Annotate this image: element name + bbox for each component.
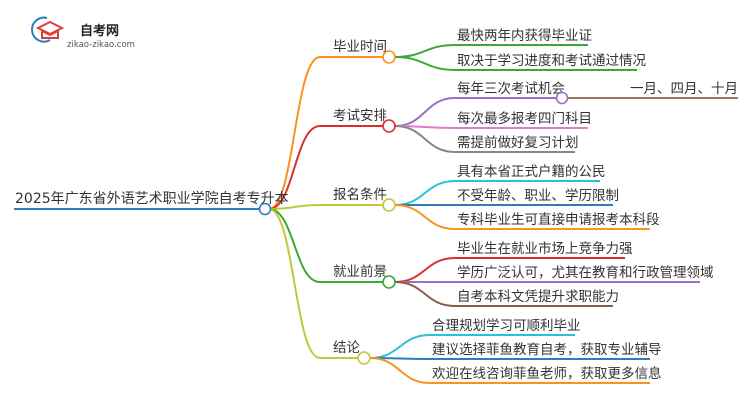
logo-url: zikao-zikao.com bbox=[67, 40, 135, 50]
collapse-toggle[interactable] bbox=[555, 91, 569, 105]
root-collapse-toggle[interactable] bbox=[258, 202, 272, 216]
branch-topic[interactable]: 就业前景 bbox=[333, 263, 387, 280]
branch-edge bbox=[268, 208, 383, 283]
branch-edge bbox=[268, 208, 358, 359]
branch-topic[interactable]: 报名条件 bbox=[333, 186, 387, 203]
leaf-edge bbox=[394, 204, 650, 230]
leaf-edge bbox=[394, 97, 562, 127]
leaf-edge bbox=[394, 56, 637, 71]
logo-title: 自考网 bbox=[80, 23, 119, 39]
leaf-topic[interactable]: 合理规划学习可顺利毕业 bbox=[432, 318, 581, 334]
leaf-topic[interactable]: 欢迎在线咨询菲鱼老师，获取更多信息 bbox=[432, 365, 662, 382]
logo: 自考网 zikao-zikao.com bbox=[30, 16, 135, 50]
leaf-topic[interactable]: 每次最多报考四门科目 bbox=[457, 110, 592, 127]
branch-edge bbox=[268, 204, 383, 210]
collapse-toggle[interactable] bbox=[382, 275, 396, 289]
leaf-topic[interactable]: 毕业生在就业市场上竞争力强 bbox=[457, 240, 633, 257]
sub-topic[interactable]: 一月、四月、十月 bbox=[630, 81, 738, 97]
branch-edge bbox=[268, 125, 383, 210]
collapse-toggle[interactable] bbox=[382, 119, 396, 133]
collapse-toggle[interactable] bbox=[382, 50, 396, 64]
logo-ring-icon bbox=[30, 16, 51, 43]
root-topic[interactable]: 2025年广东省外语艺术职业学院自考专升本 bbox=[15, 191, 289, 207]
branch-topic[interactable]: 考试安排 bbox=[333, 108, 387, 124]
leaf-topic[interactable]: 自考本科文凭提升求职能力 bbox=[457, 289, 619, 305]
leaf-edge bbox=[369, 357, 650, 360]
leaf-topic[interactable]: 学历广泛认可，尤其在教育和行政管理领域 bbox=[457, 265, 714, 281]
edges bbox=[14, 44, 738, 384]
leaf-topic[interactable]: 最快两年内获得毕业证 bbox=[457, 27, 592, 44]
leaf-topic[interactable]: 不受年龄、职业、学历限制 bbox=[457, 188, 619, 204]
leaf-topic[interactable]: 建议选择菲鱼教育自考，获取专业辅导 bbox=[432, 341, 662, 358]
leaf-topic[interactable]: 专科毕业生可直接申请报考本科段 bbox=[457, 211, 660, 228]
collapse-toggle[interactable] bbox=[382, 198, 396, 212]
leaf-topic[interactable]: 具有本省正式户籍的公民 bbox=[457, 163, 606, 180]
leaf-topic[interactable]: 需提前做好复习计划 bbox=[457, 134, 579, 151]
leaf-topic[interactable]: 每年三次考试机会 bbox=[457, 81, 565, 97]
branch-topic[interactable]: 结论 bbox=[333, 340, 360, 356]
branch-topic[interactable]: 毕业时间 bbox=[333, 39, 387, 55]
leaf-edge bbox=[394, 281, 613, 307]
leaf-edge bbox=[369, 357, 650, 384]
graduation-cap-base-icon bbox=[41, 29, 59, 39]
branch-edge bbox=[268, 56, 383, 210]
collapse-toggle[interactable] bbox=[357, 351, 371, 365]
leaf-edge bbox=[394, 125, 575, 153]
nodes: 2025年广东省外语艺术职业学院自考专升本 毕业时间 最快两年内获得毕业证取决于学习… bbox=[15, 27, 738, 382]
leaf-topic[interactable]: 取决于学习进度和考试通过情况 bbox=[457, 53, 646, 69]
